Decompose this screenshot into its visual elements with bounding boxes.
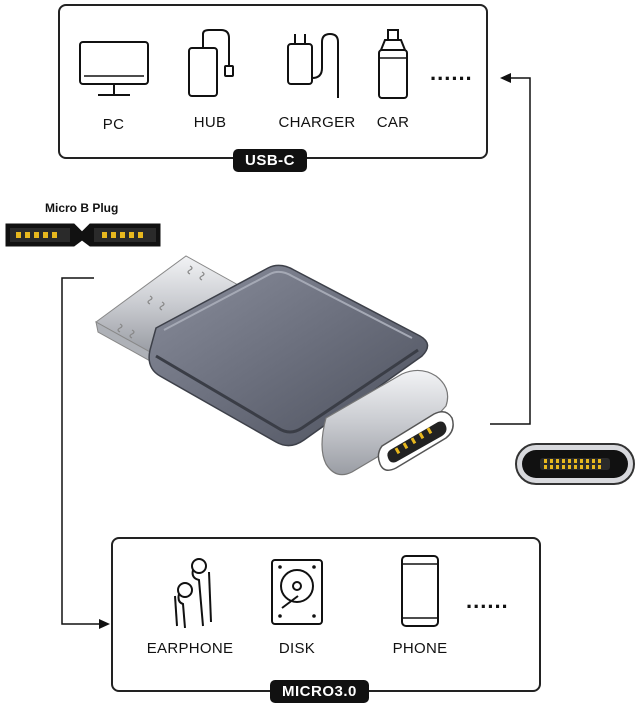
device-earphone: EARPHONE [140, 556, 240, 657]
device-disk: DISK [262, 556, 332, 657]
device-label-hub: HUB [193, 114, 227, 131]
car-charger-icon [378, 29, 408, 99]
micro3-badge: MICRO3.0 [270, 680, 369, 703]
device-label-disk: DISK [278, 640, 316, 657]
usb-c-device-panel [58, 4, 488, 159]
device-label-phone: PHONE [392, 640, 448, 657]
disk-icon [271, 559, 323, 625]
device-phone: PHONE [380, 554, 460, 657]
usb-c-port-face [515, 443, 635, 485]
hub-icon [188, 29, 234, 97]
more-micro-devices-ellipsis: ...... [466, 588, 509, 613]
device-label-earphone: EARPHONE [146, 640, 234, 657]
device-pc: PC [76, 38, 151, 133]
micro-b-plug-face [5, 223, 161, 247]
monitor-icon [78, 41, 149, 96]
device-label-charger: CHARGER [278, 114, 356, 131]
device-hub: HUB [180, 28, 240, 131]
charger-icon [287, 32, 339, 98]
micro-b-plug-title: Micro B Plug [45, 201, 119, 215]
device-charger: CHARGER [272, 28, 362, 131]
micro-device-panel [111, 537, 541, 692]
device-car: CAR [368, 28, 418, 131]
device-label-car: CAR [376, 114, 410, 131]
adapter-image [95, 255, 454, 476]
usb-c-connector [321, 369, 454, 476]
usb-c-badge: USB-C [233, 149, 307, 172]
earphone-icon [174, 558, 212, 628]
device-label-pc: PC [102, 116, 125, 133]
phone-icon [401, 555, 439, 627]
more-devices-ellipsis: ...... [430, 60, 473, 85]
